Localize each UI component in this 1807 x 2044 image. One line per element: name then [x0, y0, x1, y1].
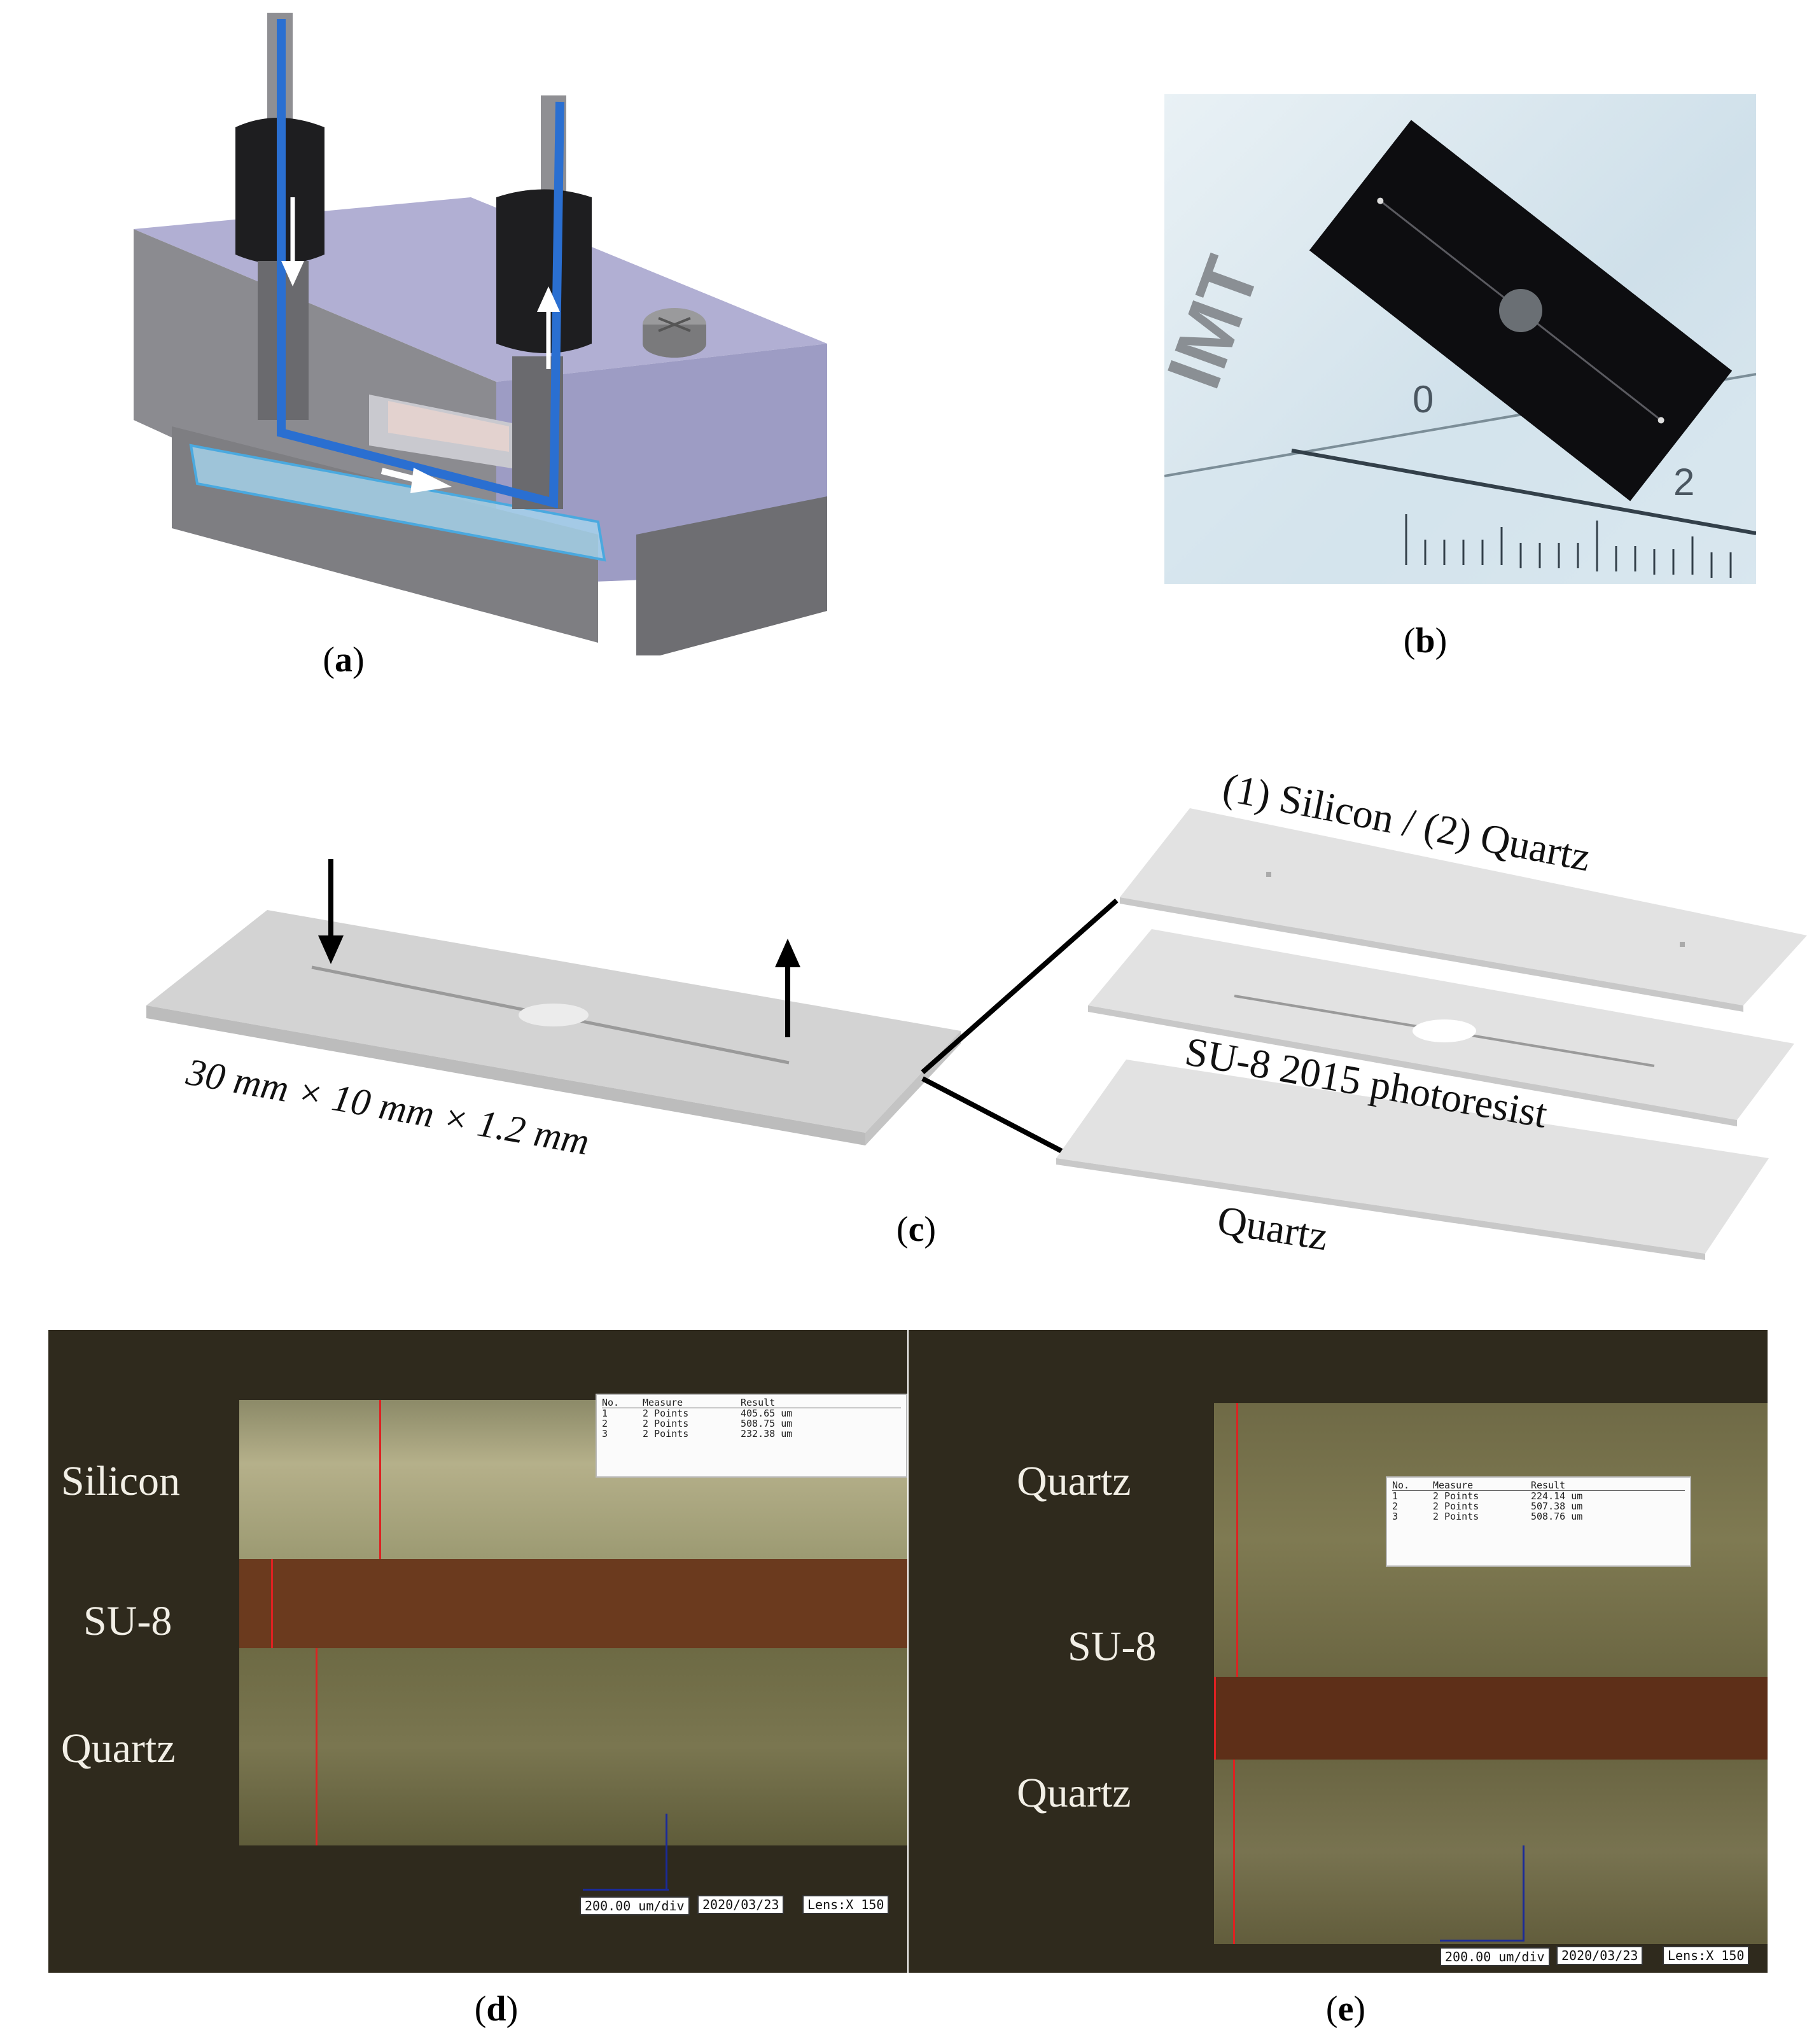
scale-stamp: 200.00 um/div: [580, 1896, 690, 1915]
scale-stamp: 200.00 um/div: [1440, 1947, 1550, 1966]
caption-b: (b): [1403, 621, 1448, 661]
date-stamp: 2020/03/23: [697, 1895, 785, 1914]
ruler-ticks: [1405, 514, 1732, 578]
caption-d: (d): [474, 1989, 519, 2029]
down-arrow-icon: [281, 261, 304, 286]
label-silicon: Silicon: [61, 1458, 181, 1504]
label-su8: SU-8: [1068, 1623, 1157, 1670]
inlet-arrow-icon: [318, 935, 344, 964]
caption-e: (e): [1325, 1989, 1366, 2029]
lens-stamp: Lens:X 150: [1663, 1946, 1750, 1965]
su8-layer: [239, 1559, 907, 1648]
label-su8: SU-8: [83, 1598, 172, 1644]
svg-text:0: 0: [1413, 378, 1434, 421]
layer-top: [1120, 808, 1807, 1005]
quartz-layer: [239, 1648, 907, 1845]
panel-c-schematic: 30 mm × 10 mm × 1.2 mm (1) Silicon / (2)…: [0, 751, 1807, 1285]
layer-bottom: [1056, 1060, 1769, 1254]
label-quartz-bottom: Quartz: [1017, 1770, 1131, 1816]
caption-c: (c): [896, 1210, 937, 1249]
right-connector: [496, 189, 592, 353]
panel-b-chip-photo: IMT 0 1 2: [1164, 94, 1756, 584]
lens-stamp: Lens:X 150: [802, 1895, 890, 1914]
panel-a-holder-render: [115, 13, 846, 662]
chip-photo-graphic: IMT 0 1 2: [1164, 120, 1756, 584]
up-arrow-icon: [537, 286, 560, 312]
outlet-arrow-icon: [775, 939, 800, 967]
holder-render-graphic: [134, 13, 827, 662]
quartz-bottom-layer: [1214, 1760, 1768, 1944]
caption-a: (a): [323, 640, 365, 680]
svg-text:2: 2: [1673, 461, 1694, 503]
chip: [1309, 120, 1733, 501]
schematic-graphic: [146, 808, 1807, 1260]
su8-layer: [1214, 1677, 1768, 1760]
right-arrow-icon: [410, 468, 452, 493]
flow-path: [277, 19, 564, 508]
label-quartz-top: Quartz: [1017, 1458, 1131, 1504]
date-stamp: 2020/03/23: [1556, 1946, 1643, 1965]
imt-logo: IMT: [1164, 246, 1276, 399]
label-quartz: Quartz: [61, 1725, 176, 1772]
chamber: [519, 1004, 589, 1026]
svg-text:IMT: IMT: [1164, 246, 1276, 399]
